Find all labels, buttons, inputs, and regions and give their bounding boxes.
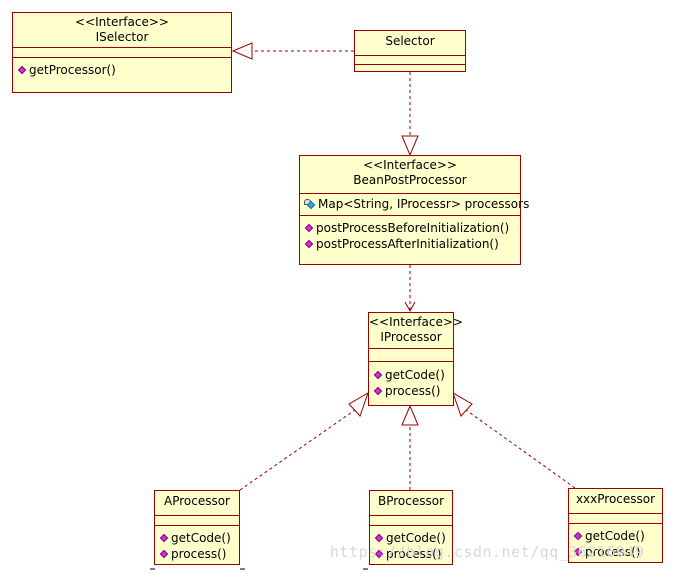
- class-name: Selector: [385, 34, 435, 48]
- stereotype-label: <<Interface>>: [75, 15, 169, 29]
- class-iselector[interactable]: <<Interface>> ISelector getProcessor(): [12, 12, 232, 93]
- class-selector[interactable]: Selector: [354, 30, 466, 72]
- class-name: BeanPostProcessor: [353, 173, 467, 187]
- class-header: BProcessor: [370, 491, 452, 515]
- operation-icon: [573, 531, 583, 541]
- operation-icon: [17, 65, 27, 75]
- operations-section: [355, 64, 465, 73]
- attributes-section: [355, 55, 465, 64]
- operations-section: getCode() process(): [370, 525, 452, 562]
- operation-icon: [373, 370, 383, 380]
- edge-aprocessor-to-iprocessor: [239, 409, 356, 491]
- attributes-section: [155, 515, 239, 525]
- operation-item: getProcessor(): [13, 62, 231, 78]
- operation-item: process(): [370, 546, 452, 562]
- operation-item: postProcessAfterInitialization(): [300, 236, 520, 252]
- operation-item: getCode(): [369, 367, 453, 383]
- class-header: <<Interface>> BeanPostProcessor: [300, 156, 520, 193]
- class-header: xxxProcessor: [569, 489, 662, 513]
- class-xxxprocessor[interactable]: xxxProcessor getCode() process(): [568, 488, 663, 563]
- operations-section: getCode() process(): [569, 523, 662, 560]
- operation-icon: [159, 533, 169, 543]
- stereotype-label: <<Interface>>: [363, 158, 457, 172]
- class-name: ISelector: [95, 30, 149, 44]
- operation-icon: [304, 223, 314, 233]
- class-name: IProcessor: [380, 330, 442, 344]
- operations-section: getProcessor(): [13, 57, 231, 78]
- class-bprocessor[interactable]: BProcessor getCode() process(): [369, 490, 453, 565]
- class-header: AProcessor: [155, 491, 239, 515]
- arrowhead-bprocessor: [401, 404, 419, 426]
- operation-item: getCode(): [370, 530, 452, 546]
- arrowhead-xxxprocessor: [452, 391, 473, 417]
- attributes-section: [370, 515, 452, 525]
- operations-section: getCode() process(): [369, 361, 453, 399]
- operation-item: getCode(): [569, 528, 662, 544]
- operation-item: process(): [155, 546, 239, 562]
- operation-icon: [374, 533, 384, 543]
- watermark-text: https://blog.csdn.net/qq_36216949: [330, 543, 645, 561]
- class-iprocessor[interactable]: <<Interface>> IProcessor getCode() proce…: [368, 312, 463, 406]
- arrowhead-aprocessor: [348, 391, 369, 417]
- operation-item: postProcessBeforeInitialization(): [300, 220, 520, 236]
- class-name: BProcessor: [377, 494, 445, 508]
- operation-item: process(): [369, 383, 453, 399]
- class-aprocessor[interactable]: AProcessor getCode() process(): [154, 490, 240, 565]
- operations-section: getCode() process(): [155, 525, 239, 562]
- class-header: <<Interface>> ISelector: [13, 13, 231, 47]
- operation-icon: [304, 239, 314, 249]
- arrowhead-iprocessor-open: [404, 301, 416, 313]
- attributes-section: [569, 513, 662, 523]
- class-header: Selector: [355, 31, 465, 55]
- private-attribute-icon: [304, 199, 316, 210]
- operation-icon: [159, 549, 169, 559]
- attributes-section: [13, 47, 231, 57]
- arrowhead-iselector: [231, 42, 253, 60]
- stereotype-label: <<Interface>>: [369, 315, 463, 329]
- class-name: AProcessor: [163, 494, 230, 508]
- arrowhead-beanpostprocessor: [401, 135, 419, 157]
- attribute-item: Map<String, IProcessr> processors: [300, 196, 529, 212]
- attributes-section: Map<String, IProcessr> processors: [300, 193, 529, 215]
- edge-xxxprocessor-to-iprocessor: [465, 409, 576, 489]
- class-beanpostprocessor[interactable]: <<Interface>> BeanPostProcessor Map<Stri…: [299, 155, 529, 265]
- operation-icon: [373, 386, 383, 396]
- attributes-section: [369, 348, 453, 361]
- operation-item: getCode(): [155, 530, 239, 546]
- operation-item: process(): [569, 544, 662, 560]
- class-name: xxxProcessor: [575, 492, 656, 506]
- class-header: <<Interface>> IProcessor: [369, 313, 463, 348]
- operations-section: postProcessBeforeInitialization() postPr…: [300, 215, 520, 252]
